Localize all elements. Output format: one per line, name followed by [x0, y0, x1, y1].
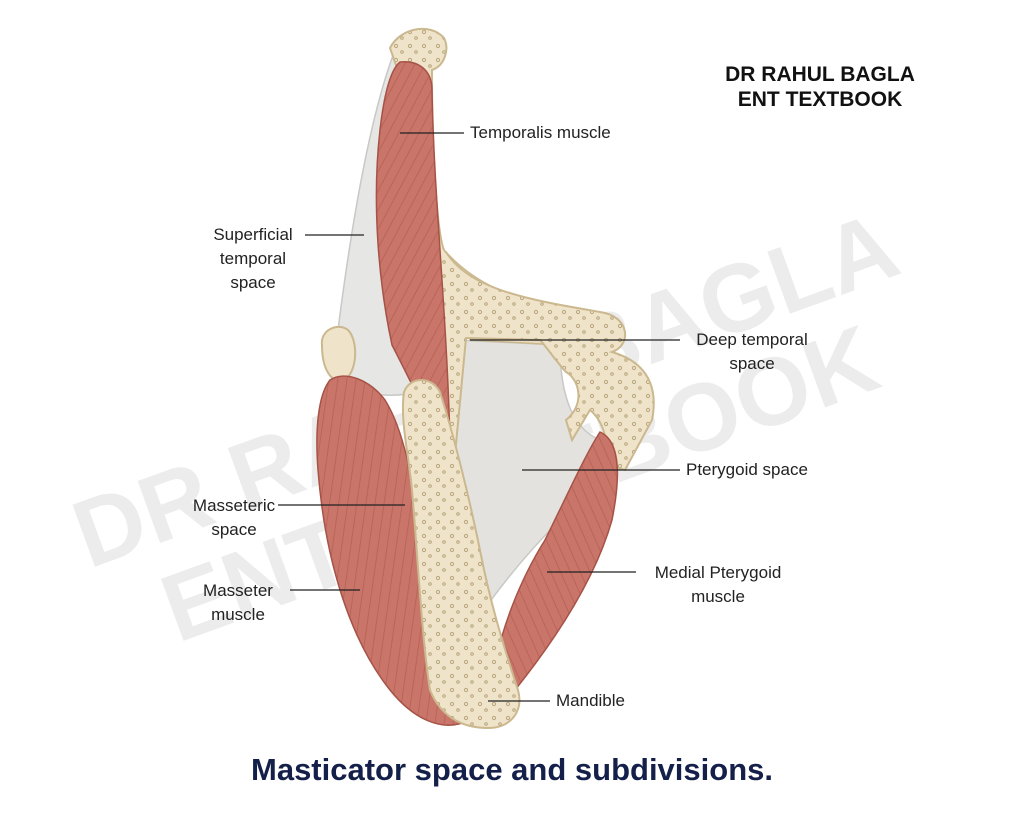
label-superficial-temporal-space: Superficial temporal space	[198, 223, 308, 295]
label-deep-temporal-line-1: Deep temporal	[696, 330, 808, 349]
label-deep-temporal-line-2: space	[729, 354, 775, 373]
brand-line-2: ENT TEXTBOOK	[737, 88, 903, 111]
label-masseteric-line-1: Masseteric	[192, 496, 276, 515]
brand-block: DR RAHUL BAGLA ENT TEXTBOOK	[720, 62, 920, 112]
label-medial-pterygoid-line-2: muscle	[691, 587, 745, 606]
label-pterygoid-space: Pterygoid space	[686, 458, 808, 482]
zygomatic-arch	[320, 325, 357, 382]
brand-line-1: DR RAHUL BAGLA	[725, 63, 915, 86]
label-masseter-line-1: Masseter	[203, 581, 273, 600]
mandible-shape	[401, 379, 521, 730]
label-mandible-line-1: Mandible	[556, 691, 625, 710]
figure-caption: Masticator space and subdivisions.	[251, 752, 773, 787]
label-masseteric-space: Masseteric space	[172, 494, 296, 542]
label-medial-pterygoid-muscle: Medial Pterygoid muscle	[640, 561, 796, 609]
label-pterygoid-line-1: Pterygoid space	[686, 460, 808, 479]
label-superficial-line-3: space	[230, 273, 276, 292]
label-mandible: Mandible	[556, 689, 625, 713]
label-superficial-line-1: Superficial	[213, 225, 293, 244]
label-temporalis-muscle: Temporalis muscle	[470, 121, 611, 145]
label-masseter-muscle: Masseter muscle	[186, 579, 290, 627]
label-superficial-line-2: temporal	[219, 249, 287, 268]
label-temporalis-line-1: Temporalis muscle	[470, 123, 611, 142]
label-medial-pterygoid-line-1: Medial Pterygoid	[654, 563, 782, 582]
label-masseteric-line-2: space	[211, 520, 257, 539]
leader-lines	[278, 132, 680, 702]
label-deep-temporal-space: Deep temporal space	[684, 328, 820, 376]
label-masseter-line-2: muscle	[211, 605, 265, 624]
